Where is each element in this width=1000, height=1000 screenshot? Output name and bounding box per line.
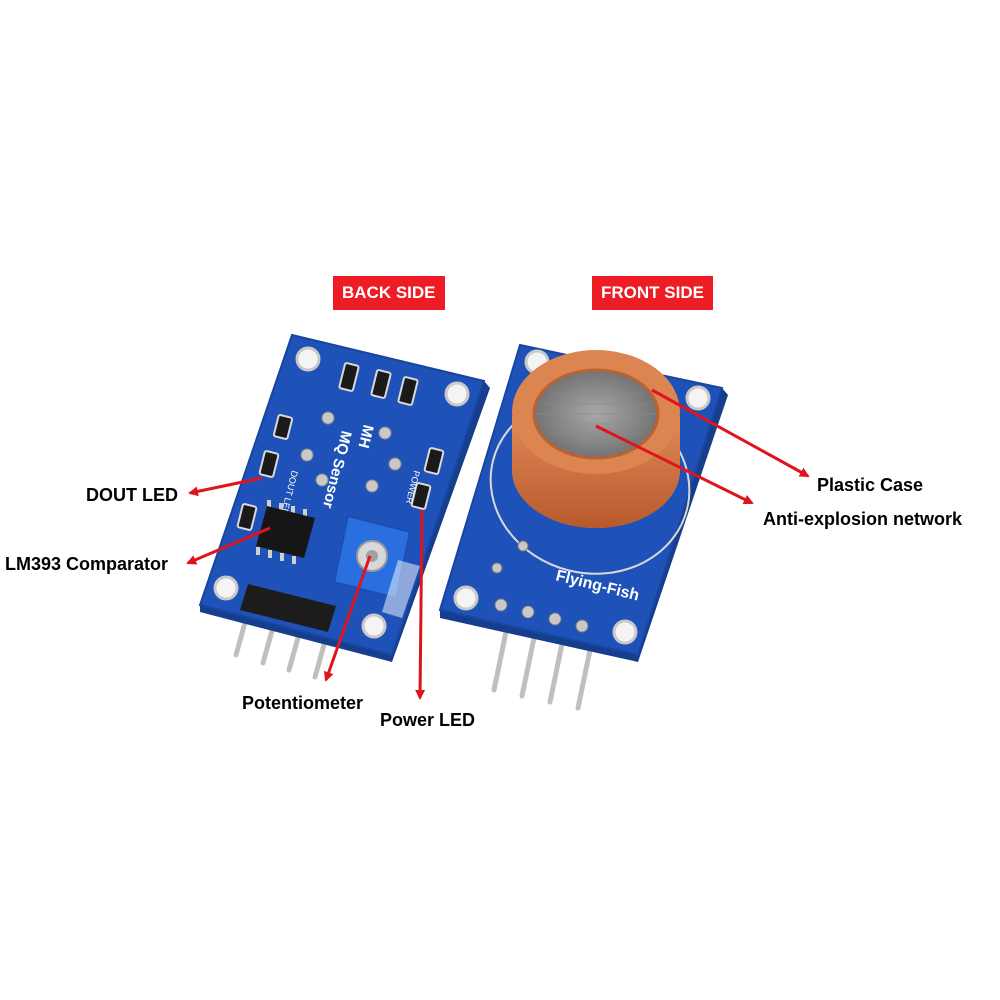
back-silkscreen-mh: MH (354, 423, 376, 450)
callout-arrows (186, 388, 810, 700)
label-anti-explosion-network: Anti-explosion network (763, 509, 963, 529)
label-dout-led: DOUT LED (86, 485, 178, 505)
back-board: MQ Sensor MH DOUT LED POWER (198, 333, 490, 680)
arrow-anti-explosion (595, 424, 754, 505)
arrow-power-led (415, 509, 426, 700)
label-plastic-case: Plastic Case (817, 475, 924, 495)
label-potentiometer: Potentiometer (242, 693, 364, 713)
arrow-comparator (186, 526, 271, 565)
label-lm393-comparator: LM393 Comparator (5, 554, 169, 574)
front-side-header: FRONT SIDE (592, 276, 713, 310)
arrow-potentiometer (323, 555, 372, 682)
arrow-plastic-case (651, 388, 810, 478)
potentiometer-part (332, 514, 412, 600)
front-board: Flying-Fish (438, 343, 728, 711)
arrow-dout-led (188, 476, 263, 497)
front-header-pins (491, 629, 593, 711)
back-side-header: BACK SIDE (333, 276, 445, 310)
sensor-cap (512, 350, 680, 528)
label-power-led: Power LED (380, 710, 476, 730)
lm393-chip (256, 500, 315, 564)
